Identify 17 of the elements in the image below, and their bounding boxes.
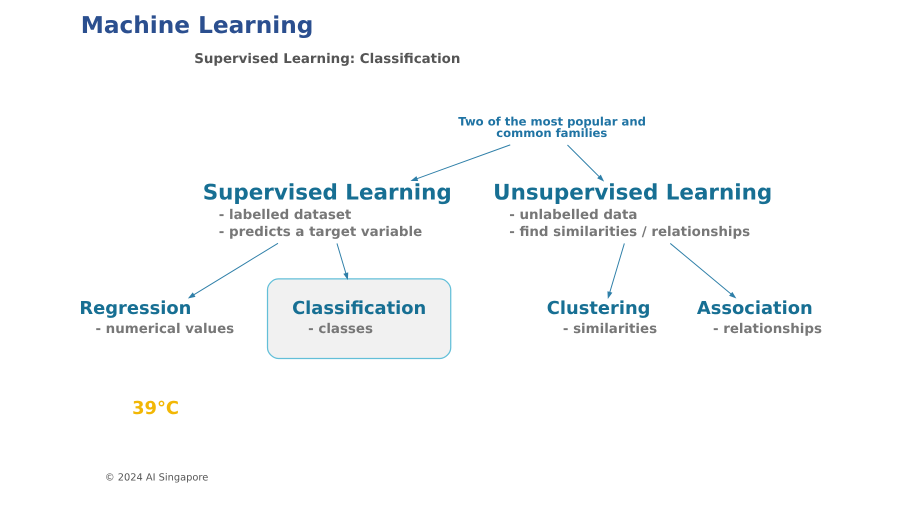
arrow [410,144,510,182]
arrow [606,242,624,299]
node-text: Regression - numerical values [78,298,234,337]
node-text: Association - relationships [696,298,822,337]
node-text: Unsupervised Learning - unlabelled data - find similarities / relationships [492,180,772,240]
node-text: Two of the most popular and common families [458,114,646,140]
label: Supervised Learning: Classification [194,52,460,68]
arrow [187,242,278,298]
diagram-title: Machine Learning [80,12,313,39]
arrow [336,242,348,280]
node-box: Classification - classes [266,278,451,360]
label: 39°C [132,398,179,419]
arrow [669,242,736,299]
node-text: Supervised Learning - labelled dataset - predicts a target variable [202,180,452,240]
node-text: Clustering - similarities [546,298,657,337]
label: © 2024 AI Singapore [104,472,208,484]
arrow [566,144,604,182]
